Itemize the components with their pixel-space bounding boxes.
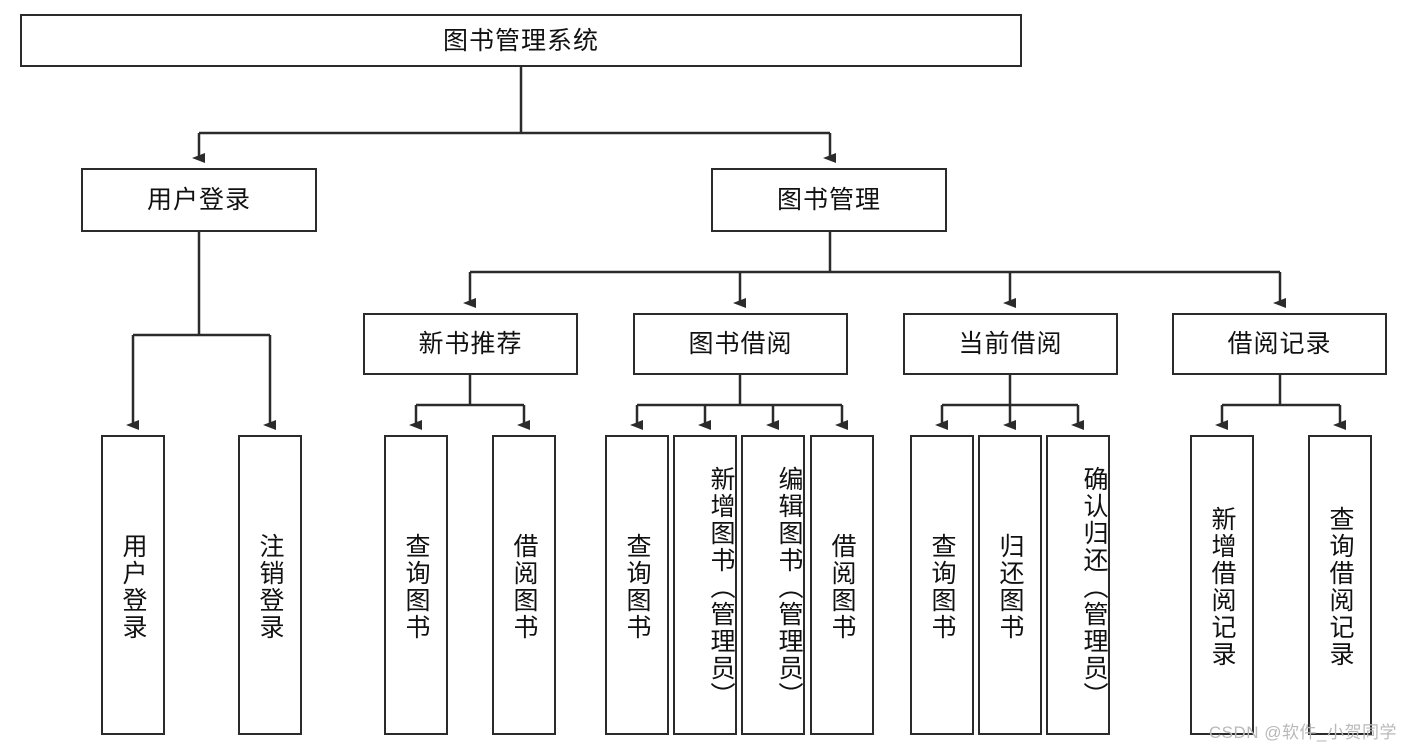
node-leaf-query-book-1[interactable]: 查询图书 [384,435,448,735]
node-current-borrow[interactable]: 当前借阅 [903,313,1118,375]
node-leaf-return-book[interactable]: 归还图书 [978,435,1042,735]
node-leaf-query-book-2[interactable]: 查询图书 [605,435,669,735]
csdn-watermark: CSDN @软件_小贺同学 [1208,723,1397,742]
node-borrow-record[interactable]: 借阅记录 [1172,313,1387,375]
node-leaf-query-record[interactable]: 查询借阅记录 [1308,435,1372,735]
node-new-book-rec[interactable]: 新书推荐 [363,313,578,375]
node-leaf-confirm-return[interactable]: 确认归还（管理员） [1046,435,1110,735]
node-leaf-add-book[interactable]: 新增图书（管理员） [673,435,737,735]
node-user-login[interactable]: 用户登录 [81,168,317,232]
node-leaf-edit-book[interactable]: 编辑图书（管理员） [741,435,805,735]
node-leaf-borrow-book-1[interactable]: 借阅图书 [492,435,556,735]
node-book-borrow[interactable]: 图书借阅 [633,313,848,375]
node-root[interactable]: 图书管理系统 [20,14,1022,67]
node-leaf-query-book-3[interactable]: 查询图书 [910,435,974,735]
node-leaf-user-logout[interactable]: 注销登录 [238,435,302,735]
node-book-manage[interactable]: 图书管理 [711,168,947,232]
node-leaf-add-record[interactable]: 新增借阅记录 [1190,435,1254,735]
node-leaf-borrow-book-2[interactable]: 借阅图书 [810,435,874,735]
node-leaf-user-login[interactable]: 用户登录 [101,435,165,735]
